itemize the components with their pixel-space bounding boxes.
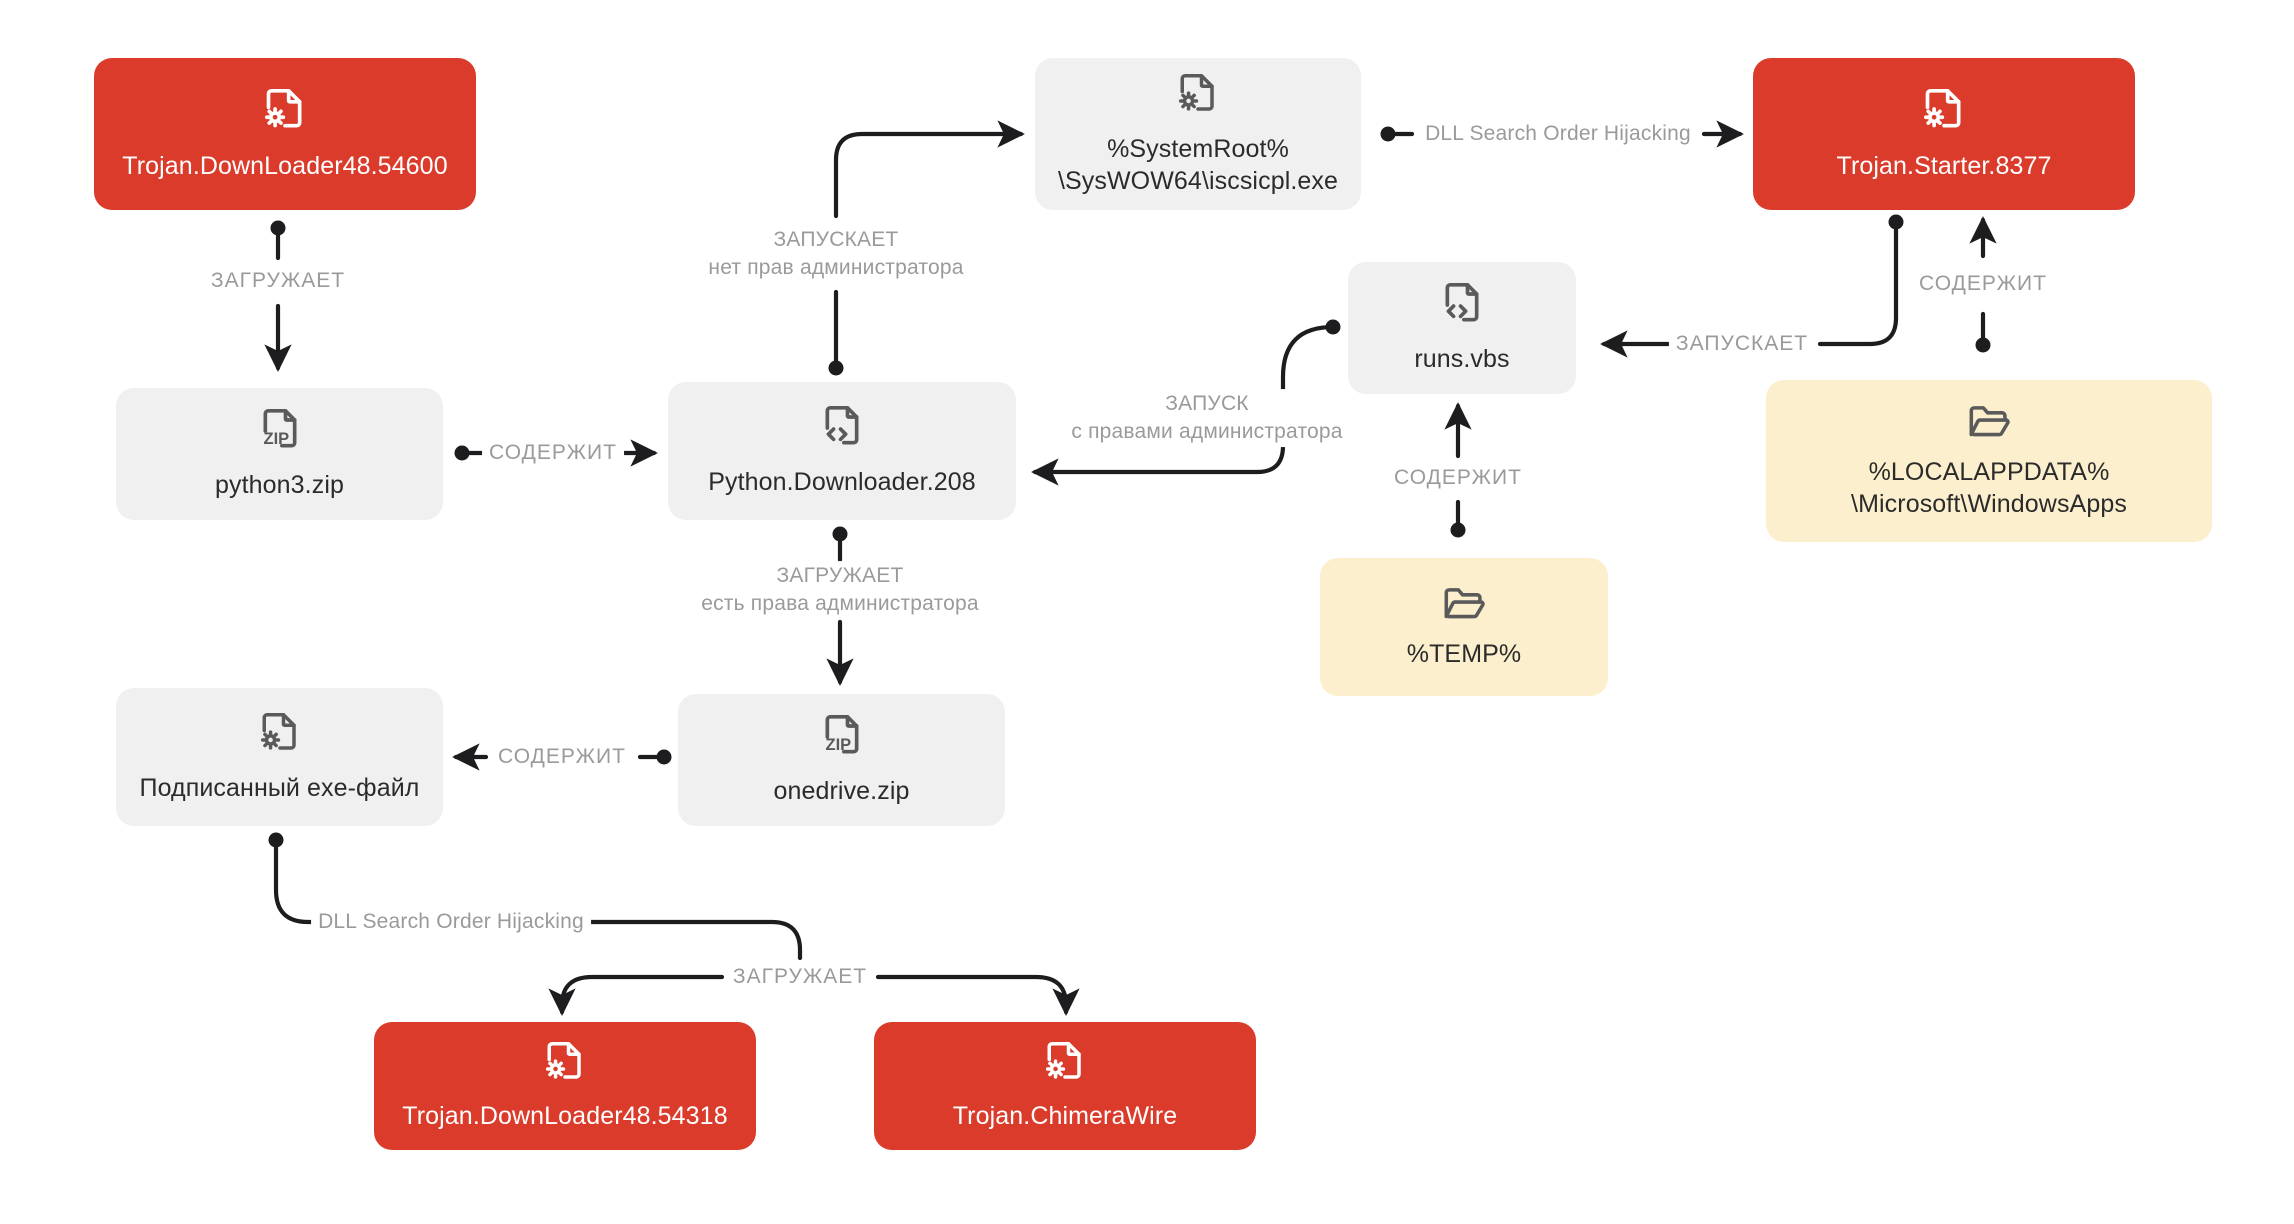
node-temp-folder[interactable]: %TEMP% — [1320, 558, 1608, 696]
svg-text:ZIP: ZIP — [825, 736, 851, 754]
edge-label-soderzhit-temp: СОДЕРЖИТ — [1387, 463, 1529, 493]
node-localappdata-windowsapps[interactable]: %LOCALAPPDATA% \Microsoft\WindowsApps — [1766, 380, 2212, 542]
node-label: %TEMP% — [1406, 640, 1522, 668]
node-label: python3.zip — [215, 471, 344, 499]
node-iscsicpl-exe[interactable]: %SystemRoot% \SysWOW64\iscsicpl.exe — [1035, 58, 1361, 210]
file-gear-icon — [1177, 71, 1219, 119]
edge-label-soderzhit-python3zip: СОДЕРЖИТ — [482, 438, 624, 468]
edge-label-soderzhit-localappdata: СОДЕРЖИТ — [1912, 269, 2054, 299]
svg-text:ZIP: ZIP — [263, 430, 289, 448]
node-label: %SystemRoot% \SysWOW64\iscsicpl.exe — [1057, 135, 1339, 195]
node-label: runs.vbs — [1414, 345, 1510, 373]
node-label: %LOCALAPPDATA% \Microsoft\WindowsApps — [1851, 458, 2127, 518]
edge-label-soderzhit-onedrive: СОДЕРЖИТ — [491, 742, 633, 772]
file-code-icon — [1440, 281, 1484, 329]
node-python-downloader-208[interactable]: Python.Downloader.208 — [668, 382, 1016, 520]
node-trojan-downloader48-54600[interactable]: Trojan.DownLoader48.54600 — [94, 58, 476, 210]
edge-label-dll-search-order-hijacking-top: DLL Search Order Hijacking — [1418, 119, 1698, 149]
node-label: Trojan.DownLoader48.54600 — [122, 152, 448, 180]
file-zip-icon: ZIP — [258, 407, 302, 455]
edge-label-zapusk-with-admin: ЗАПУСК с правами администратора — [1064, 389, 1350, 447]
node-label: Trojan.DownLoader48.54318 — [402, 1102, 728, 1130]
file-gear-icon — [259, 710, 301, 758]
file-code-icon — [820, 404, 864, 452]
edge-label-dll-search-order-hijacking-bottom: DLL Search Order Hijacking — [311, 907, 591, 937]
node-label: onedrive.zip — [773, 777, 910, 805]
node-label: Trojan.ChimeraWire — [952, 1102, 1178, 1130]
edge-label-zapuskaet-no-admin: ЗАПУСКАЕТ нет прав администратора — [701, 225, 971, 283]
node-runs-vbs[interactable]: runs.vbs — [1348, 262, 1576, 394]
edge-signedexe-dll-hijack — [268, 832, 803, 961]
node-label: Python.Downloader.208 — [708, 468, 976, 496]
node-trojan-downloader48-54318[interactable]: Trojan.DownLoader48.54318 — [374, 1022, 756, 1150]
node-label: Подписанный exe-файл — [139, 774, 420, 802]
edge-label-zagruzhaet-bottom: ЗАГРУЖАЕТ — [725, 962, 875, 992]
node-onedrive-zip[interactable]: ZIP onedrive.zip — [678, 694, 1005, 826]
node-trojan-starter-8377[interactable]: Trojan.Starter.8377 — [1753, 58, 2135, 210]
edge-label-zagruzhaet-downloader-zip: ЗАГРУЖАЕТ — [203, 266, 353, 296]
folder-open-icon — [1966, 402, 2012, 442]
edge-label-zagruzhaet-with-admin: ЗАГРУЖАЕТ есть права администратора — [694, 561, 986, 619]
node-label: Trojan.Starter.8377 — [1836, 152, 2052, 180]
file-gear-icon — [263, 86, 307, 136]
edge-starter-to-runsvbs — [1600, 214, 1904, 358]
file-gear-icon — [544, 1040, 586, 1086]
edge-label-zapuskaet-starter-runsvbs: ЗАПУСКАЕТ — [1668, 329, 1816, 359]
file-gear-icon — [1922, 86, 1966, 136]
folder-open-icon — [1441, 584, 1487, 624]
node-python3-zip[interactable]: ZIP python3.zip — [116, 388, 443, 520]
file-gear-icon — [1044, 1040, 1086, 1086]
file-zip-icon: ZIP — [820, 713, 864, 761]
node-signed-exe-file[interactable]: Подписанный exe-файл — [116, 688, 443, 826]
node-trojan-chimerawire[interactable]: Trojan.ChimeraWire — [874, 1022, 1256, 1150]
